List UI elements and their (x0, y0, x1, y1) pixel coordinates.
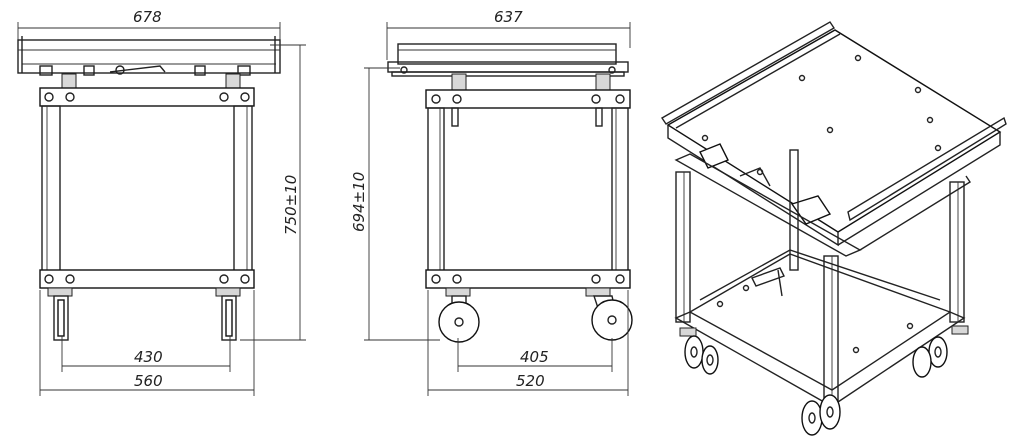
iso-post-right (949, 181, 965, 323)
isometric-view (661, 21, 1007, 436)
front-right-post (233, 105, 253, 273)
side-dim-637-label: 637 (494, 8, 523, 26)
iso-caster-back (701, 345, 719, 375)
front-left-caster (47, 287, 73, 341)
side-top-tray (397, 43, 617, 65)
side-dim-405-label: 405 (520, 348, 549, 366)
iso-caster-front (801, 394, 841, 436)
side-dim-520: 520 (427, 290, 629, 396)
side-right-caster (585, 287, 633, 341)
front-left-post (41, 105, 61, 273)
front-dim-560-label: 560 (134, 372, 163, 390)
side-dim-694: 694±10 (350, 67, 440, 341)
side-lower-rail (425, 269, 631, 289)
front-view: 678 (17, 8, 306, 396)
side-view: 637 (350, 8, 633, 396)
side-dim-405: 405 (457, 338, 613, 372)
front-dim-678-label: 678 (133, 8, 162, 26)
front-upper-rail (39, 87, 255, 107)
front-lever (109, 65, 166, 73)
iso-post-left (675, 171, 691, 323)
front-dim-430-label: 430 (134, 348, 163, 366)
side-dim-637: 637 (386, 8, 631, 60)
side-right-post (611, 107, 629, 273)
iso-caster-right (912, 325, 969, 378)
front-dim-750-label: 750±10 (282, 175, 300, 235)
front-lower-rail (39, 269, 255, 289)
front-dim-430: 430 (61, 336, 231, 372)
front-clamp (39, 65, 53, 76)
side-left-caster (438, 287, 480, 343)
iso-post-front (823, 255, 839, 407)
side-left-post (427, 107, 445, 273)
side-upper-rail (425, 89, 631, 109)
side-dim-520-label: 520 (516, 372, 545, 390)
front-top-tray (17, 39, 281, 74)
front-right-caster (215, 287, 241, 341)
front-dim-750: 750±10 (240, 44, 306, 341)
side-dim-694-label: 694±10 (350, 172, 368, 232)
iso-caster-left (679, 327, 704, 369)
front-dim-678: 678 (17, 8, 281, 60)
front-dim-560: 560 (39, 290, 255, 396)
